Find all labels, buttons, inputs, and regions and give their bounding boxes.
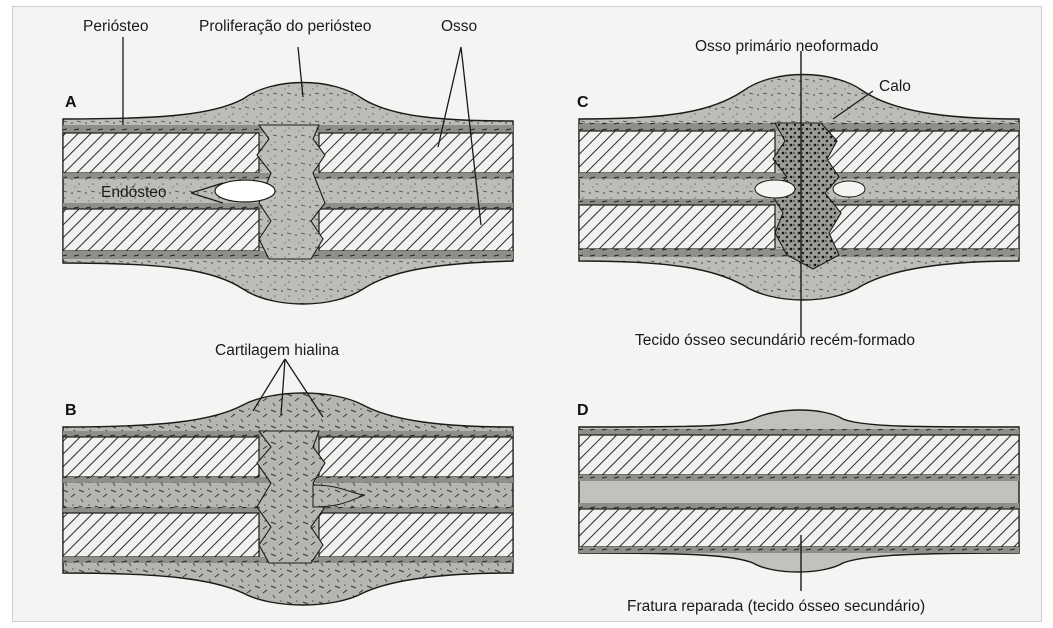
- label-cartilagem-hialina: Cartilagem hialina: [215, 343, 339, 359]
- diagram-canvas: [13, 7, 1043, 623]
- cortical-bone-segment: [319, 133, 513, 173]
- panel-letter-b: B: [65, 403, 77, 419]
- periosteum-layer: [579, 547, 1019, 553]
- label-osso: Osso: [441, 19, 477, 35]
- cortical-bone-segment: [579, 205, 775, 249]
- cortical-bone-segment: [319, 513, 513, 557]
- medullary-cavity: [833, 181, 865, 197]
- panel-d: [579, 410, 1019, 591]
- bone-fracture-repair-figure: A B C D Periósteo Proliferação do periós…: [12, 6, 1042, 622]
- panel-b: [63, 359, 513, 605]
- cortical-bone-segment: [579, 131, 775, 173]
- cortical-bone-segment: [579, 435, 1019, 475]
- cortical-bone-segment: [319, 437, 513, 477]
- label-osso-primario: Osso primário neoformado: [695, 39, 879, 55]
- label-fratura-reparada: Fratura reparada (tecido ósseo secundári…: [627, 599, 925, 615]
- panel-letter-c: C: [577, 95, 589, 111]
- label-endosteo: Endósteo: [101, 185, 167, 201]
- endosteum-layer: [579, 475, 1019, 481]
- medullary-cavity: [755, 180, 795, 198]
- panel-a: [63, 37, 513, 304]
- periosteum-layer: [579, 429, 1019, 435]
- cortical-bone-segment: [63, 133, 259, 173]
- medullary-cavity: [215, 180, 275, 202]
- endosteum-layer: [579, 503, 1019, 509]
- panel-c: [579, 51, 1019, 337]
- cortical-bone-segment: [63, 209, 259, 251]
- panel-letter-a: A: [65, 95, 77, 111]
- cortical-bone-segment: [579, 509, 1019, 547]
- cortical-bone-segment: [821, 131, 1019, 173]
- cortical-bone-segment: [821, 205, 1019, 249]
- cortical-bone-segment: [319, 209, 513, 251]
- label-proliferacao: Proliferação do periósteo: [199, 19, 371, 35]
- label-tecido-secundario: Tecido ósseo secundário recém-formado: [635, 333, 915, 349]
- cortical-bone-segment: [63, 437, 259, 477]
- label-periosteo: Periósteo: [83, 19, 148, 35]
- label-calo: Calo: [879, 79, 911, 95]
- panel-letter-d: D: [577, 403, 589, 419]
- cortical-bone-segment: [63, 513, 259, 557]
